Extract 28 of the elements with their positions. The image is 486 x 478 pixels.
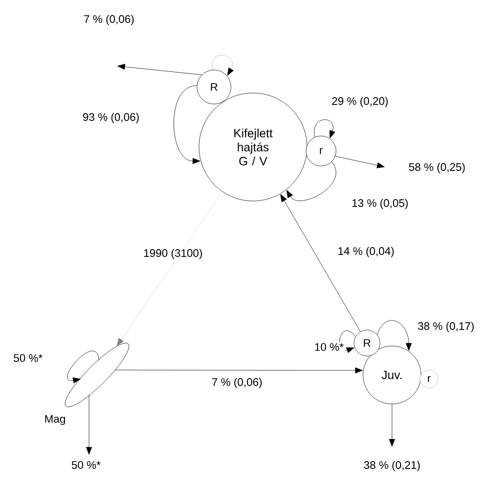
arrow (117, 64, 202, 76)
arrow (339, 330, 356, 353)
edge-label: 7 % (0,06) (82, 14, 136, 26)
node-caption: Mag (45, 415, 65, 425)
edge-label: 1990 (3100) (142, 248, 204, 260)
edge-label: 7 % (0,06) (210, 376, 264, 390)
edge-label: 14 % (0,04) (336, 246, 396, 258)
arrow (116, 192, 223, 346)
arrow (67, 350, 100, 384)
arrow (286, 162, 336, 201)
arrow (389, 404, 395, 447)
edge-label: 58 % (0,25) (408, 162, 466, 174)
edge-label: 38 % (0,21) (362, 460, 422, 472)
arrow (335, 156, 385, 168)
arrow (174, 85, 200, 164)
edge-label: 38 % (0,17) (416, 320, 476, 334)
edge-label: 10 %* (313, 342, 345, 352)
arrow (314, 119, 336, 138)
edge-label: 50 %* (12, 353, 44, 363)
edge-label: 93 % (0,06) (82, 112, 140, 124)
arrow (114, 367, 363, 374)
arrow (86, 394, 92, 455)
arrow (280, 194, 361, 332)
edge-label: 50 %* (70, 460, 102, 470)
edge-label: 29 % (0,20) (330, 96, 390, 108)
arrow (212, 55, 234, 76)
edge-label: 13 % (0,05) (350, 198, 410, 210)
arrow (376, 320, 412, 351)
